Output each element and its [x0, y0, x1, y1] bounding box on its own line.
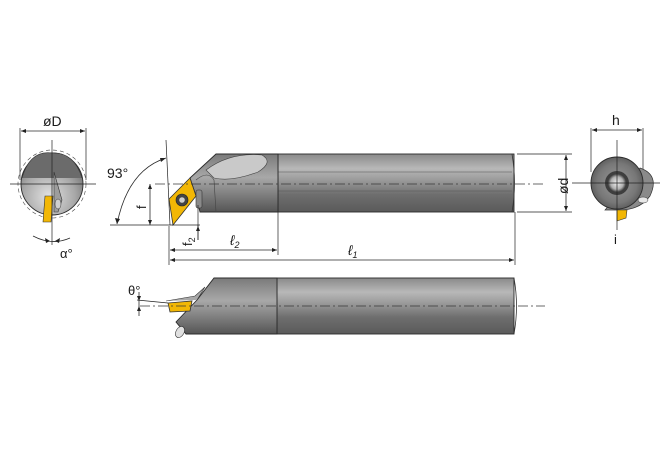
shank-diameter-label: ød: [555, 178, 571, 194]
arrow-head: [272, 248, 277, 252]
chip-flute: [205, 154, 268, 180]
arrow-head: [21, 129, 26, 133]
alpha-arc: [32, 235, 71, 242]
arrow-head: [137, 296, 141, 301]
arrow-head: [564, 155, 568, 160]
approach-arc: [116, 157, 167, 225]
length-l1-label: ℓ1: [347, 242, 358, 260]
rear-end-view: h i: [572, 112, 660, 247]
arrow-head: [637, 128, 642, 132]
theta-ref: [136, 299, 169, 304]
screw-center: [179, 197, 185, 203]
arrow-head: [148, 220, 152, 225]
shank-end: [511, 153, 515, 213]
insert-rear: [616, 209, 628, 222]
shank-end-top: [513, 277, 517, 335]
arrow-head: [115, 218, 120, 224]
insert-end: [42, 195, 54, 223]
arrow-head: [509, 258, 514, 262]
arrow-head: [564, 206, 568, 211]
arrow-head: [170, 248, 175, 252]
arrow-head: [170, 258, 175, 262]
arrow-head: [55, 238, 60, 243]
arrow-head: [137, 306, 141, 311]
coolant-label: i: [614, 232, 617, 247]
clamp: [195, 189, 203, 209]
clearance-angle-label: α°: [60, 246, 73, 261]
arrow-head: [196, 226, 200, 231]
angle-ref: [165, 139, 171, 226]
svg-text:f2: f2: [180, 237, 197, 246]
offset-f-label: f: [134, 205, 149, 209]
top-view: θ°: [128, 277, 545, 338]
shank: [277, 153, 515, 213]
bore-diameter-label: øD: [43, 113, 62, 129]
inclination-angle-label: θ°: [128, 283, 140, 298]
arrow-head: [592, 128, 597, 132]
arrow-head: [45, 238, 50, 243]
offset-f2-label: f2: [180, 237, 197, 246]
coolant-hole: [637, 196, 649, 204]
flat-height-label: h: [612, 112, 620, 128]
seat-edge: [195, 174, 217, 213]
arrow-head: [148, 184, 152, 189]
screw-hole: [54, 198, 62, 210]
insert-clamp-top: [165, 286, 206, 302]
approach-angle-label: 93°: [107, 165, 128, 181]
front-end-view: øD α°: [10, 113, 96, 261]
side-view: 93° f f2 ℓ2 ℓ1 ød: [107, 139, 572, 265]
coolant-hole-top: [175, 326, 185, 338]
arrow-head: [160, 158, 166, 162]
length-l2-label: ℓ2: [229, 232, 240, 250]
insert-top: [167, 300, 193, 313]
arrow-head: [80, 129, 85, 133]
